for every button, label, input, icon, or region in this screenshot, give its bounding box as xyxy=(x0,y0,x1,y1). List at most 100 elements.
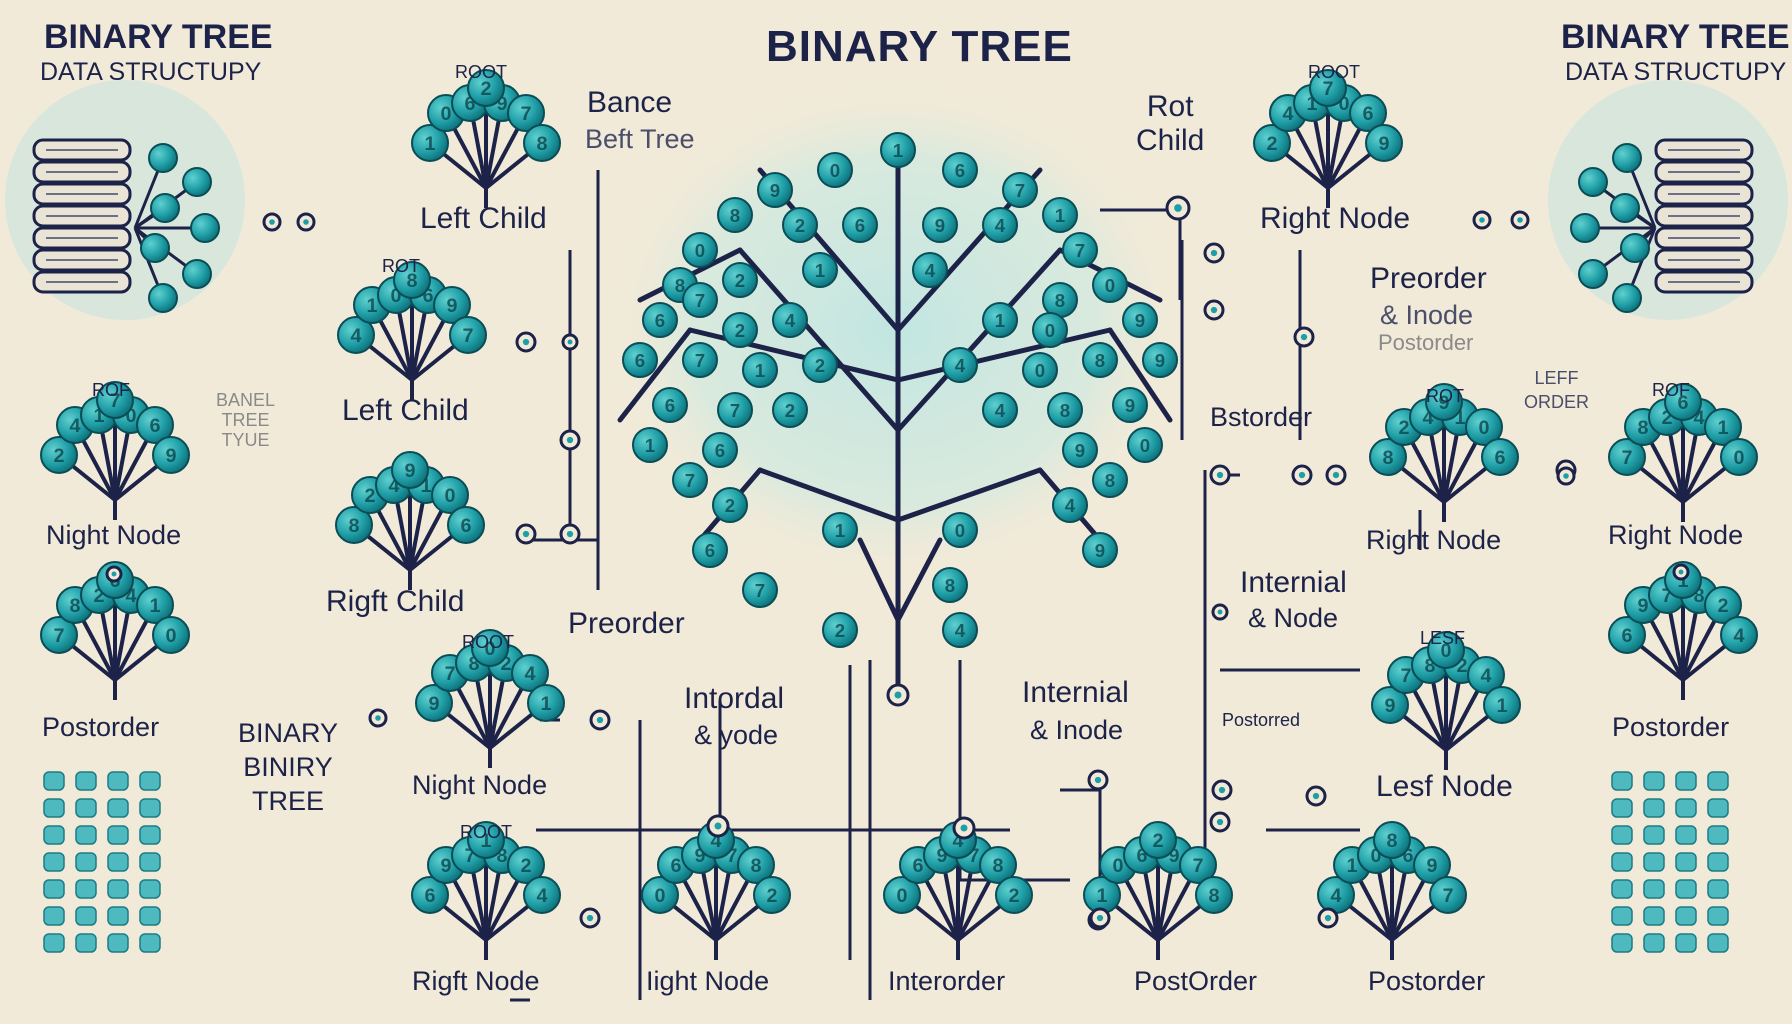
node-circle xyxy=(772,302,808,338)
small-node: 0 xyxy=(1465,408,1503,446)
connector-lines xyxy=(510,170,1422,1002)
node-digit: 1 xyxy=(540,693,551,715)
ring-inner xyxy=(269,219,275,225)
small-node: 7 xyxy=(1608,438,1646,476)
fan-node xyxy=(1578,259,1608,289)
ring-marker xyxy=(561,333,579,351)
node-digit: 6 xyxy=(855,215,865,236)
node-circle xyxy=(682,232,718,268)
big-tree-node: 7 xyxy=(672,462,708,498)
ring-marker xyxy=(589,709,611,731)
node-digit: 6 xyxy=(460,515,471,537)
node-circle xyxy=(136,406,174,444)
node-circle xyxy=(782,207,818,243)
node-circle xyxy=(737,846,775,884)
node-circle xyxy=(431,476,469,514)
decorations xyxy=(105,195,1690,931)
ring-inner xyxy=(1218,786,1226,794)
node-digit: 4 xyxy=(1330,885,1341,907)
grid-cell xyxy=(107,879,129,899)
node-digit: 6 xyxy=(1362,103,1373,125)
ring-marker xyxy=(1209,464,1231,486)
node-digit: 8 xyxy=(1424,655,1435,677)
grid-cell xyxy=(1707,825,1729,845)
ring-marker xyxy=(515,331,537,353)
node-circle xyxy=(190,213,220,243)
node-digit: 6 xyxy=(665,395,675,416)
node-digit: 9 xyxy=(496,93,507,115)
fan-node xyxy=(182,259,212,289)
small-node: 9 xyxy=(1425,383,1463,421)
corner-right-subtitle: DATA STRUCTUPY xyxy=(1565,58,1787,86)
node-digit: 4 xyxy=(1733,625,1744,647)
grid-cell xyxy=(43,906,65,926)
big-tree-node: 2 xyxy=(722,312,758,348)
node-digit: 1 xyxy=(149,595,160,617)
small-node: 2 xyxy=(1253,124,1291,162)
label-left-child-mid: Left Child xyxy=(342,394,469,427)
node-circle xyxy=(96,381,134,419)
small-node: 9 xyxy=(391,451,429,489)
ring-inner xyxy=(1210,306,1218,314)
node-digit: 4 xyxy=(1282,103,1293,125)
big-tree-node: 1 xyxy=(982,302,1018,338)
node-digit: 4 xyxy=(1693,407,1704,429)
grid-cell xyxy=(1675,879,1697,899)
small-node: 7 xyxy=(96,381,134,419)
node-circle xyxy=(692,532,728,568)
grid-cell xyxy=(107,825,129,845)
ring-marker xyxy=(1293,326,1315,348)
node-circle xyxy=(632,427,668,463)
node-digit: 2 xyxy=(1398,417,1409,439)
node-digit: 0 xyxy=(125,405,136,427)
database-stacks xyxy=(32,138,1754,953)
node-circle xyxy=(433,286,471,324)
node-circle xyxy=(1483,686,1521,724)
small-node: 2 xyxy=(507,846,545,884)
big-tree-node: 6 xyxy=(622,342,658,378)
grid-cell xyxy=(139,933,161,953)
node-circle xyxy=(1413,846,1451,884)
node-circle xyxy=(1142,342,1178,378)
node-digit: 7 xyxy=(685,470,695,491)
ring-inner xyxy=(1298,471,1306,479)
node-circle xyxy=(1371,686,1409,724)
pixel-grid-left xyxy=(43,771,161,953)
label-postorder-bottom: PostOrder xyxy=(1134,966,1258,996)
grid-cell xyxy=(1611,933,1633,953)
label-right-node-top: Right Node xyxy=(1260,202,1411,235)
node-circle xyxy=(722,262,758,298)
node-digit: 7 xyxy=(1621,447,1632,469)
node-digit: 2 xyxy=(815,355,825,376)
small-node: 0 xyxy=(1427,631,1465,669)
label-bstorder: Bstorder xyxy=(1210,402,1313,432)
ring-inner xyxy=(566,530,574,538)
node-circle xyxy=(150,193,180,223)
node-digit: 7 xyxy=(1192,855,1203,877)
node-digit: 7 xyxy=(53,625,64,647)
small-node: 4 xyxy=(523,876,561,914)
node-digit: 6 xyxy=(422,285,433,307)
node-digit: 2 xyxy=(725,495,735,516)
node-digit: 8 xyxy=(406,270,417,292)
big-tree-node: 7 xyxy=(717,392,753,428)
node-digit: 7 xyxy=(1015,180,1025,201)
node-digit: 4 xyxy=(536,885,547,907)
small-node: 4 xyxy=(1720,616,1758,654)
big-tree-node: 6 xyxy=(942,152,978,188)
small-node: 0 xyxy=(641,876,679,914)
node-digit: 1 xyxy=(645,435,655,456)
tree-branch xyxy=(895,327,1113,383)
small-node: 2 xyxy=(1139,821,1177,859)
big-tree-node: 9 xyxy=(922,207,958,243)
node-circle xyxy=(842,207,878,243)
node-digit: 8 xyxy=(1105,470,1115,491)
node-digit: 4 xyxy=(955,620,966,641)
node-circle xyxy=(523,876,561,914)
big-tree-node: 8 xyxy=(717,197,753,233)
node-digit: 0 xyxy=(444,485,455,507)
grid-cell xyxy=(75,906,97,926)
node-circle xyxy=(652,387,688,423)
node-digit: 9 xyxy=(770,180,780,201)
node-circle xyxy=(471,629,509,667)
